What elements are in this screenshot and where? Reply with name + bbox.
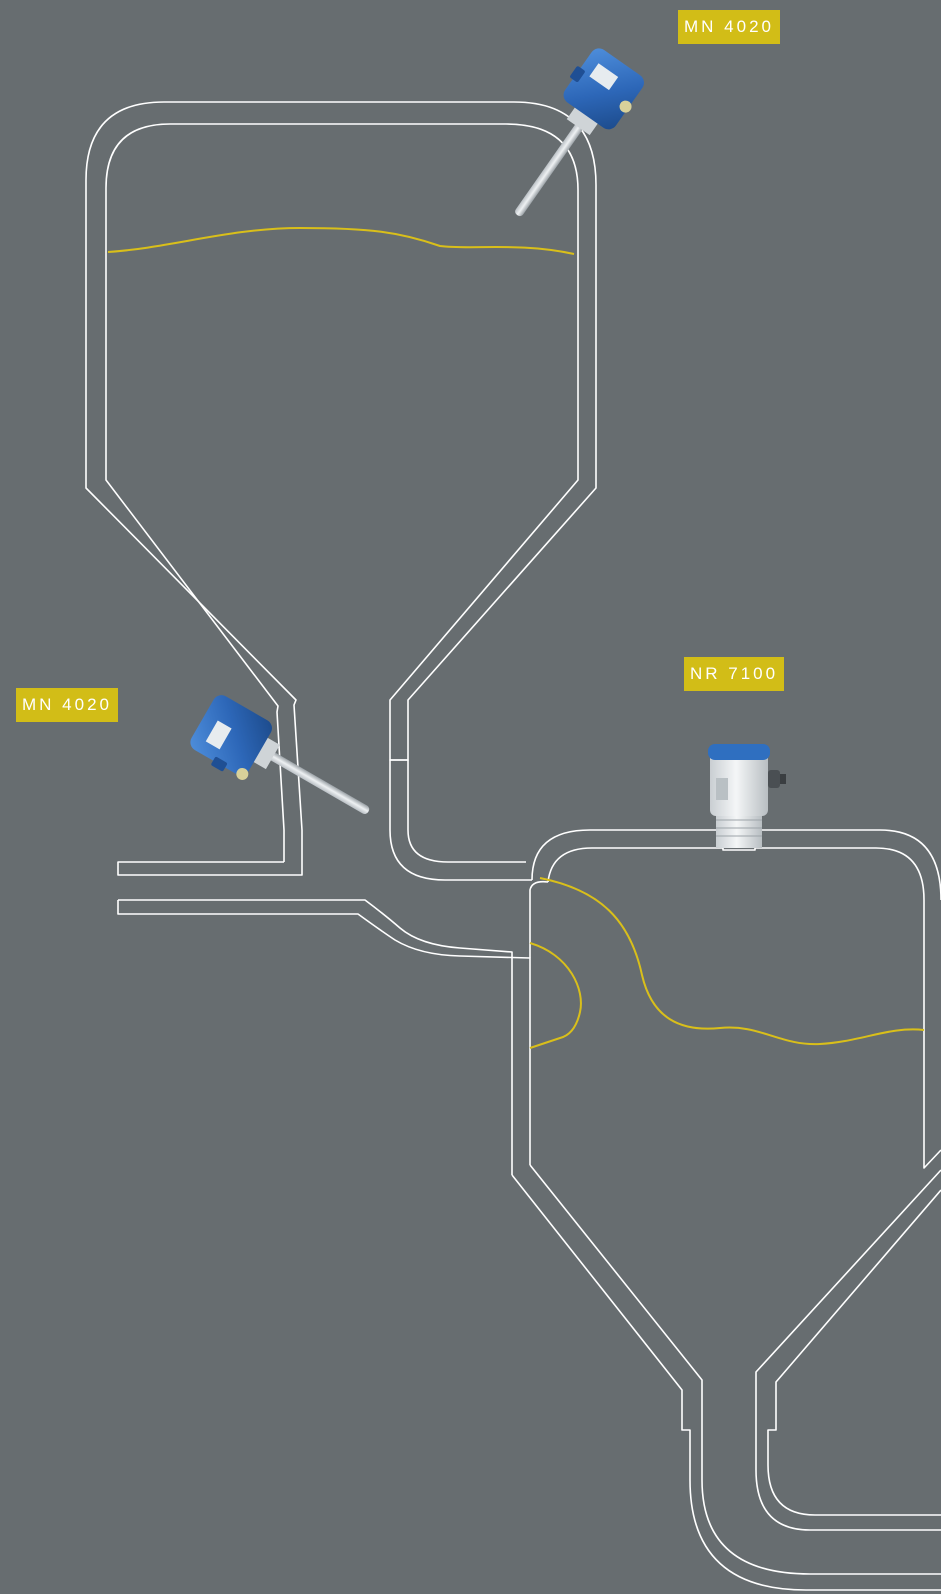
- transfer-chute-material-level: [530, 943, 581, 1048]
- sensor-top-rotary-paddle-icon: [487, 43, 650, 234]
- upper-silo-outer-wall: [86, 102, 596, 880]
- upper-silo-inner-wall: [106, 124, 578, 862]
- upper-silo-material-level: [108, 228, 574, 254]
- sensor-label-left: MN 4020: [16, 688, 118, 722]
- lower-vessel-right-inner: [768, 1190, 941, 1515]
- lower-vessel-roof-inner: [548, 848, 941, 1168]
- lower-vessel-inner-wall: [530, 1165, 941, 1574]
- sensor-label-right: NR 7100: [684, 657, 784, 691]
- left-pipe-lower-inner: [118, 900, 530, 1165]
- lower-vessel-material-level: [540, 878, 924, 1044]
- lower-vessel-outer-wall: [512, 1175, 941, 1590]
- left-pipe-lower: [118, 900, 512, 1175]
- lower-vessel-right-outer: [756, 1170, 941, 1530]
- sensor-right-radar-icon: [708, 744, 786, 848]
- sensor-label-top: MN 4020: [678, 10, 780, 44]
- left-pipe-upper: [118, 862, 302, 875]
